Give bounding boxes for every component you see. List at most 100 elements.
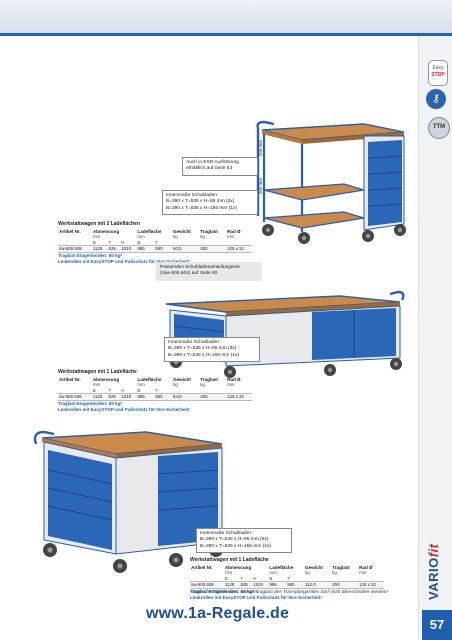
spec-units-row: mm mm kg kg mm — [190, 570, 384, 576]
spec-letters-row: B T H B T — [58, 388, 252, 394]
spec-header: Artikel Nr. — [59, 228, 81, 234]
easystop-badge-top: Easy — [432, 65, 444, 71]
spec-extra-line: Lenkrollen mit EasySTOP und Fußschutz fü… — [58, 406, 190, 412]
variofit-logo: VARIOfit — [426, 540, 450, 601]
spec-cell: 94,5 — [172, 393, 200, 401]
spec-unit: mm — [227, 382, 235, 388]
spec-title: Werkstattwagen mit 2 Ladeflächen — [58, 221, 140, 227]
page-number: 57 — [422, 610, 452, 640]
spec-cell: 250 — [331, 581, 359, 589]
spec-header: Gewicht — [305, 564, 323, 570]
easystop-badge-icon: Easy STOP — [428, 60, 448, 86]
spec-extra-line: Traglast Etagenboden: 80 kg* — [58, 400, 123, 406]
drawer-note-line: Innenmaße Schubladen: — [168, 340, 221, 345]
spec-cell: 60,5 — [172, 245, 200, 253]
spec-table: Artikel Nr. Abmessung Ladefläche Gewicht… — [58, 377, 252, 401]
spec-header: Ladefläche — [269, 564, 294, 570]
spec-letter: B — [269, 575, 273, 581]
drawer-set-note-line: (zsw-600.604) auf Seite 60 — [160, 271, 218, 277]
drawer-note-line: B=390 x T=535 x H=95 mm (3x) — [166, 199, 235, 205]
spec-unit: mm — [92, 382, 101, 388]
spec-header-row: Artikel Nr. Abmessung Ladefläche Gewicht… — [58, 377, 252, 383]
spec-units-row: mm mm kg kg mm — [58, 382, 252, 388]
spec-unit: mm — [359, 570, 367, 576]
spec-header: Abmessung — [92, 376, 120, 382]
spec-letter: B — [92, 387, 96, 393]
dimension-top-label: 250 mm — [258, 140, 263, 157]
spec-extra-line: Traglast Etagenboden: 80 kg* — [190, 588, 255, 594]
drawer-dimensions-note: Innenmaße Schubladen: B=390 x T=535 x H=… — [162, 190, 258, 216]
spec-letter: H — [253, 575, 257, 581]
spec-cell: 1010 — [120, 393, 137, 401]
spec-header: Rad Ø — [227, 228, 241, 234]
spec-cell: 985 — [136, 245, 155, 253]
spec-table: Artikel Nr. Abmessung Ladefläche Gewicht… — [58, 229, 252, 253]
esd-note-line: erhältlich auf Seite 53 — [186, 166, 233, 172]
spec-extra-line: Lenkrollen mit EasySTOP und Fußschutz fü… — [190, 594, 322, 600]
spec-cell: 580 — [154, 393, 172, 401]
spec-cell: 1125 — [91, 245, 108, 253]
spec-cell: 580 — [286, 581, 304, 589]
table-row: sw-600.606 1125 625 1010 985 580 94,5 25… — [58, 393, 252, 401]
spec-unit: kg — [200, 382, 205, 388]
spec-letter: T — [108, 239, 112, 245]
spec-table: Artikel Nr. Abmessung Ladefläche Gewicht… — [190, 565, 384, 589]
spec-cell: 1125 — [223, 581, 240, 589]
spec-table-product-3: Werkstattwagen mit 1 Ladefläche Artikel … — [190, 557, 384, 600]
spec-header-row: Artikel Nr. Abmessung Ladefläche Gewicht… — [58, 229, 252, 235]
spec-unit: kg — [332, 570, 337, 576]
spec-header: Abmessung — [92, 228, 120, 234]
key-lock-icon: ⚷ — [426, 89, 446, 109]
dimension-mid-label: 280 mm — [258, 178, 263, 195]
easystop-badge-bottom: STOP — [431, 72, 445, 78]
spec-unit: mm — [137, 234, 145, 240]
spec-unit: kg — [173, 234, 178, 240]
table-row: sw-600.608 1125 625 1010 985 580 60,5 25… — [58, 245, 252, 253]
spec-cell: sw-600.606 — [58, 393, 92, 401]
spec-cell: 250 — [199, 245, 227, 253]
spec-cell: 1010 — [252, 581, 269, 589]
spec-cell: 125 x 32 — [226, 245, 252, 253]
ttm-badge-icon: TTM — [428, 117, 450, 139]
drawer-note-line: B=390 x T=535 x H=95 mm (6x) — [200, 537, 269, 543]
spec-unit: mm — [92, 234, 101, 240]
spec-cell: 580 — [154, 245, 172, 253]
spec-unit: kg — [200, 234, 205, 240]
footnote: *Statische Flächenlast; Gesamttraglast d… — [190, 590, 388, 595]
spec-header: Traglast — [332, 564, 350, 570]
spec-header: Artikel Nr. — [59, 376, 81, 382]
spec-cell: 125 x 32 — [358, 581, 384, 589]
spec-cell: 250 — [199, 393, 227, 401]
spec-header: Abmessung — [224, 564, 252, 570]
spec-extra-line: Lenkrollen mit EasySTOP und Fußschutz fü… — [58, 258, 190, 264]
spec-cell: sw-600.608 — [58, 245, 92, 253]
spec-letters-row: B T H B T — [58, 240, 252, 246]
spec-table-product-1: Werkstattwagen mit 2 Ladeflächen Artikel… — [58, 221, 252, 264]
website-link[interactable]: www.1a-Regale.de — [146, 605, 290, 622]
logo-name: VARIO — [426, 557, 441, 600]
esd-note-line: Auch in ESD Ausführung — [186, 160, 239, 165]
drawer-note-line: Innenmaße Schubladen: — [200, 531, 253, 536]
workshop-trolley-cabinet-door-image — [165, 290, 405, 378]
spec-letter: T — [155, 239, 158, 245]
spec-header: Traglast — [200, 376, 218, 382]
spec-unit: mm — [224, 570, 233, 576]
spec-letter: B — [92, 239, 96, 245]
spec-cell: 1125 — [91, 393, 108, 401]
spec-header: Gewicht — [173, 228, 191, 234]
spec-header: Rad Ø — [359, 564, 373, 570]
spec-header: Artikel Nr. — [191, 564, 213, 570]
spec-header: Rad Ø — [227, 376, 241, 382]
drawer-dimensions-note: Innenmaße Schubladen: B=390 x T=535 x H=… — [164, 337, 260, 363]
spec-cell: 625 — [239, 581, 253, 589]
spec-table-product-2: Werkstattwagen mit 1 Ladefläche Artikel … — [58, 369, 252, 412]
spec-header: Ladefläche — [137, 228, 162, 234]
header-stripe — [0, 33, 452, 36]
spec-extra-line: Traglast Etagenboden: 80 kg* — [58, 252, 123, 258]
spec-letter: T — [287, 575, 290, 581]
spec-letter: T — [240, 575, 244, 581]
spec-unit: mm — [227, 234, 235, 240]
workshop-trolley-2-shelves-image — [256, 120, 406, 244]
spec-header: Ladefläche — [137, 376, 162, 382]
spec-letter: T — [155, 387, 158, 393]
